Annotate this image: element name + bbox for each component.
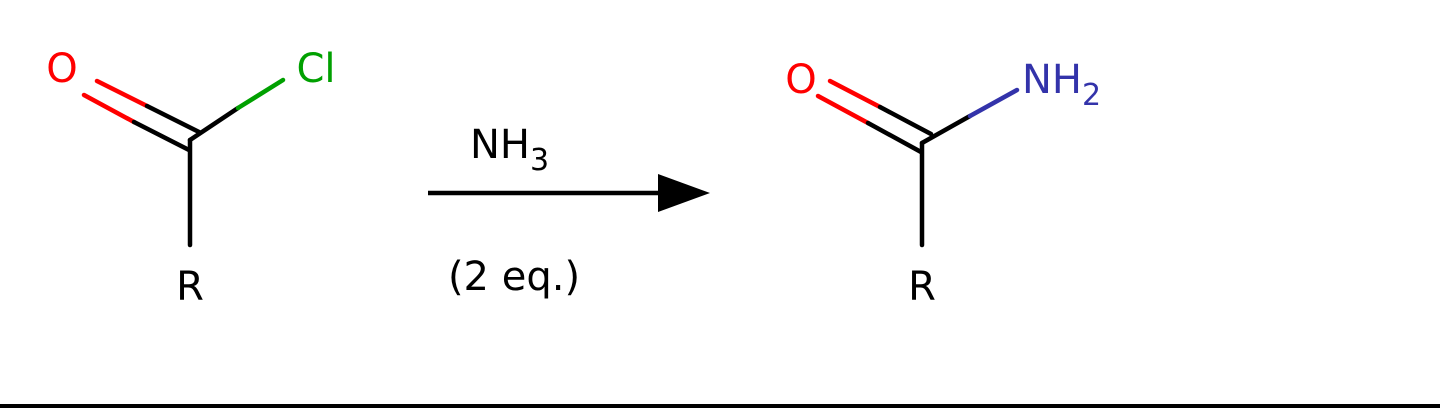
product-oxygen-label: O (785, 57, 816, 103)
c-cl-bond-black (187, 105, 241, 143)
product-amine-label: NH2 (1022, 57, 1101, 113)
product-r-label: R (908, 264, 936, 310)
co-double-bond-lower-red (81, 92, 137, 125)
co-double-bond-upper-red (94, 78, 150, 109)
co-double-bond-lower-black (865, 120, 924, 155)
reactant-oxygen-label: O (46, 46, 77, 92)
reactant-acyl-chloride (81, 77, 286, 248)
co-double-bond-lower-black (131, 119, 192, 153)
co-double-bond-upper-black (877, 104, 934, 137)
reagent-label: NH3 (470, 122, 549, 178)
product-amide (815, 78, 1020, 248)
reactant-chlorine-label: Cl (296, 46, 335, 92)
co-double-bond-lower-red (815, 93, 871, 126)
reagent-equivalents: (2 eq.) (448, 254, 580, 300)
co-double-bond-upper-red (827, 78, 883, 110)
c-n-bond-blue (967, 87, 1020, 119)
co-double-bond-upper-black (144, 103, 202, 135)
c-cl-bond-green (235, 77, 286, 111)
c-n-bond-black (919, 113, 973, 146)
reactant-r-label: R (176, 264, 204, 310)
bottom-divider (0, 404, 1440, 408)
reaction-arrow (428, 174, 710, 212)
